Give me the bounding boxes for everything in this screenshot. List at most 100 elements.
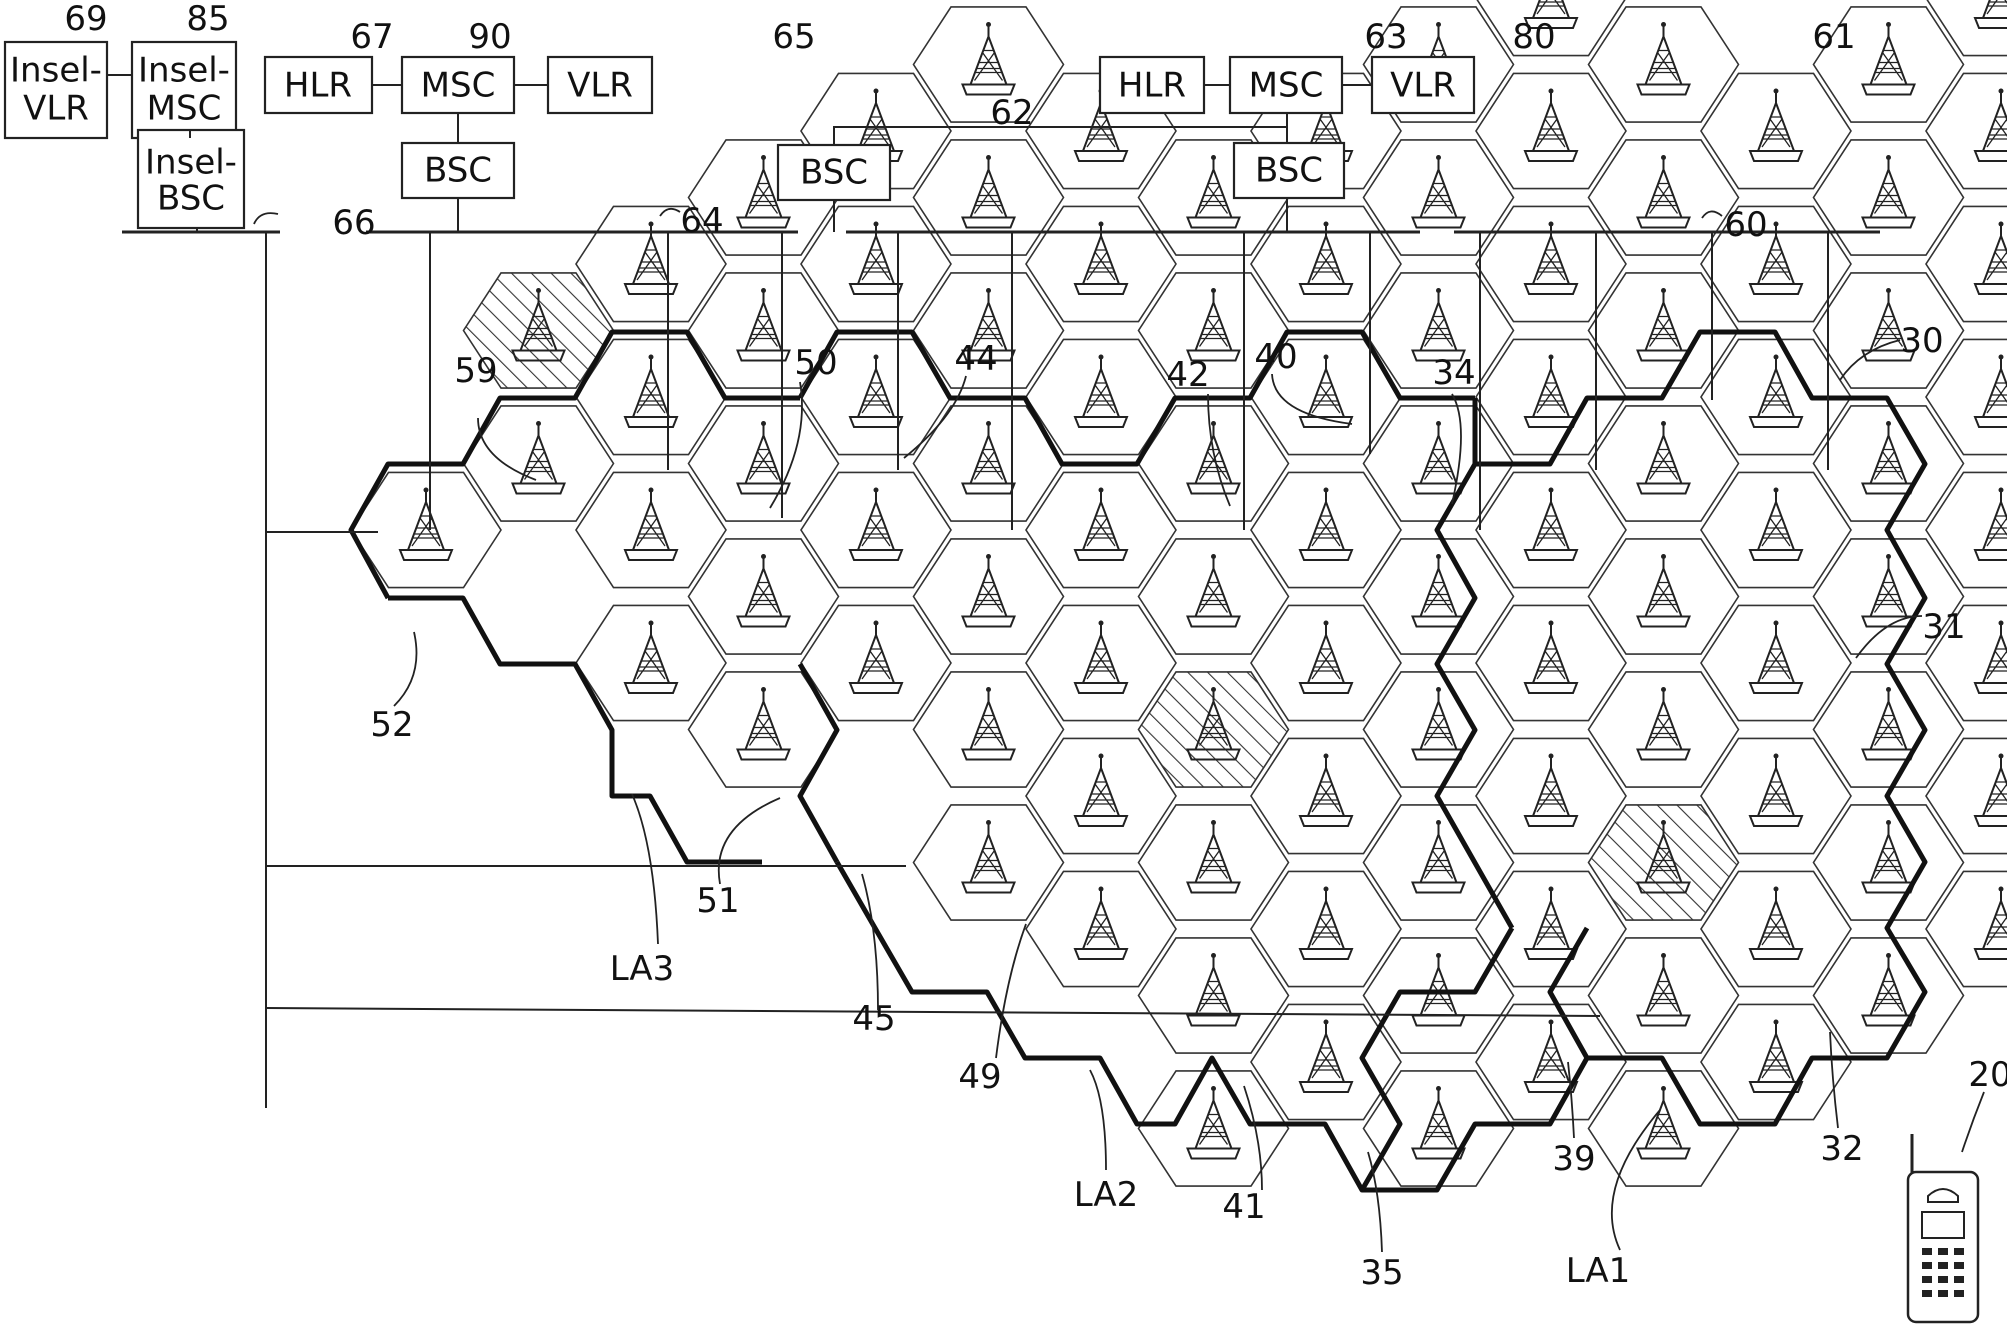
ref-80: 80 <box>1512 17 1555 57</box>
hex-cell <box>914 140 1064 255</box>
insel-msc-label-line2: MSC <box>147 89 222 129</box>
la2-label: LA2 <box>1074 1175 1139 1215</box>
bsc-60-label: BSC <box>1255 151 1323 191</box>
hex-cell <box>1701 73 1851 188</box>
hex-cell <box>1251 605 1401 720</box>
hlr-67-label: HLR <box>284 66 352 106</box>
ref-49: 49 <box>958 1057 1001 1097</box>
msc-90-label: MSC <box>421 66 496 106</box>
ref-64: 64 <box>680 201 723 241</box>
insel-msc-label-line1: Insel- <box>138 51 230 91</box>
hex-cell <box>914 539 1064 654</box>
ref-85: 85 <box>186 0 229 39</box>
hex-cell <box>1364 672 1514 787</box>
hex-cell-grid <box>351 0 2007 1186</box>
mobile-station: 20 <box>1908 1055 2007 1322</box>
hex-cell <box>1139 805 1289 920</box>
hex-cell <box>1476 738 1626 853</box>
hex-cell <box>1139 539 1289 654</box>
hex-cell <box>1589 406 1739 521</box>
hex-cell <box>1814 406 1964 521</box>
ref-32: 32 <box>1820 1129 1863 1169</box>
ref-67: 67 <box>350 17 393 57</box>
vlr-65-label: VLR <box>567 66 633 106</box>
hex-cell <box>1476 871 1626 986</box>
hex-cell <box>1251 206 1401 321</box>
ref-41: 41 <box>1222 1187 1265 1227</box>
hex-cell <box>1589 539 1739 654</box>
hex-cell <box>1364 140 1514 255</box>
hex-cell <box>801 472 951 587</box>
hex-cell <box>1589 672 1739 787</box>
hex-cell <box>1814 140 1964 255</box>
vlr-65-box: VLR <box>548 57 652 113</box>
insel-msc-box: Insel- MSC <box>132 42 236 138</box>
ref-90: 90 <box>468 17 511 57</box>
hex-cell <box>1139 938 1289 1053</box>
hex-cell <box>1364 539 1514 654</box>
ref-34: 34 <box>1432 353 1475 393</box>
hex-cell <box>1589 1071 1739 1186</box>
hex-cell <box>1251 871 1401 986</box>
bsc-64-label: BSC <box>424 151 492 191</box>
hex-cell <box>1814 938 1964 1053</box>
ref-61: 61 <box>1812 17 1855 57</box>
insel-vlr-label-line1: Insel- <box>10 51 102 91</box>
hex-cell <box>1026 738 1176 853</box>
hex-cell <box>1476 1004 1626 1119</box>
hex-cell <box>1589 7 1739 122</box>
ref-44: 44 <box>954 339 997 379</box>
hex-cell <box>1026 871 1176 986</box>
hex-cell <box>1026 206 1176 321</box>
hex-cell <box>1476 605 1626 720</box>
ref-60: 60 <box>1724 205 1767 245</box>
hex-cell <box>1814 805 1964 920</box>
ref-31: 31 <box>1922 607 1965 647</box>
hex-cell <box>914 7 1064 122</box>
ref-66: 66 <box>332 203 375 243</box>
ref-40: 40 <box>1254 337 1297 377</box>
bsc-62-box: BSC <box>778 145 890 200</box>
ref-65: 65 <box>772 17 815 57</box>
hex-cell <box>689 406 839 521</box>
hex-cell <box>1251 1004 1401 1119</box>
ref-52: 52 <box>370 705 413 745</box>
hex-cell <box>1476 73 1626 188</box>
hlr-63-box: HLR <box>1100 57 1204 113</box>
hex-cell <box>1701 1004 1851 1119</box>
hex-cell <box>1026 472 1176 587</box>
hex-cell <box>1026 605 1176 720</box>
ref-30: 30 <box>1900 321 1943 361</box>
hex-cell <box>1139 1071 1289 1186</box>
ref-51: 51 <box>696 881 739 921</box>
msc-90-box: MSC <box>402 57 514 113</box>
hex-cell <box>914 805 1064 920</box>
ref-45: 45 <box>852 999 895 1039</box>
hex-cell <box>1814 672 1964 787</box>
hex-cell <box>1251 472 1401 587</box>
hex-cell <box>1701 871 1851 986</box>
vlr-61-label: VLR <box>1390 66 1456 106</box>
hex-cell <box>1476 472 1626 587</box>
hex-cell <box>1701 738 1851 853</box>
ref-35: 35 <box>1360 1253 1403 1293</box>
ref-63: 63 <box>1364 17 1407 57</box>
insel-vlr-box: Insel- VLR <box>5 42 107 138</box>
hex-cell <box>914 672 1064 787</box>
ref-69: 69 <box>64 0 107 39</box>
hlr-63-label: HLR <box>1118 66 1186 106</box>
bsc-62-label: BSC <box>800 153 868 193</box>
hex-cell <box>576 472 726 587</box>
ref-59: 59 <box>454 351 497 391</box>
bsc-64-box: BSC <box>402 143 514 198</box>
insel-vlr-label-line2: VLR <box>23 89 89 129</box>
msc-80-label: MSC <box>1249 66 1324 106</box>
hex-cell <box>1364 805 1514 920</box>
mobile-phone-icon <box>1908 1134 1978 1322</box>
hex-cell <box>1589 938 1739 1053</box>
ref-42: 42 <box>1166 355 1209 395</box>
ref-62: 62 <box>990 93 1033 133</box>
ref-39: 39 <box>1552 1139 1595 1179</box>
hex-cell <box>1251 738 1401 853</box>
